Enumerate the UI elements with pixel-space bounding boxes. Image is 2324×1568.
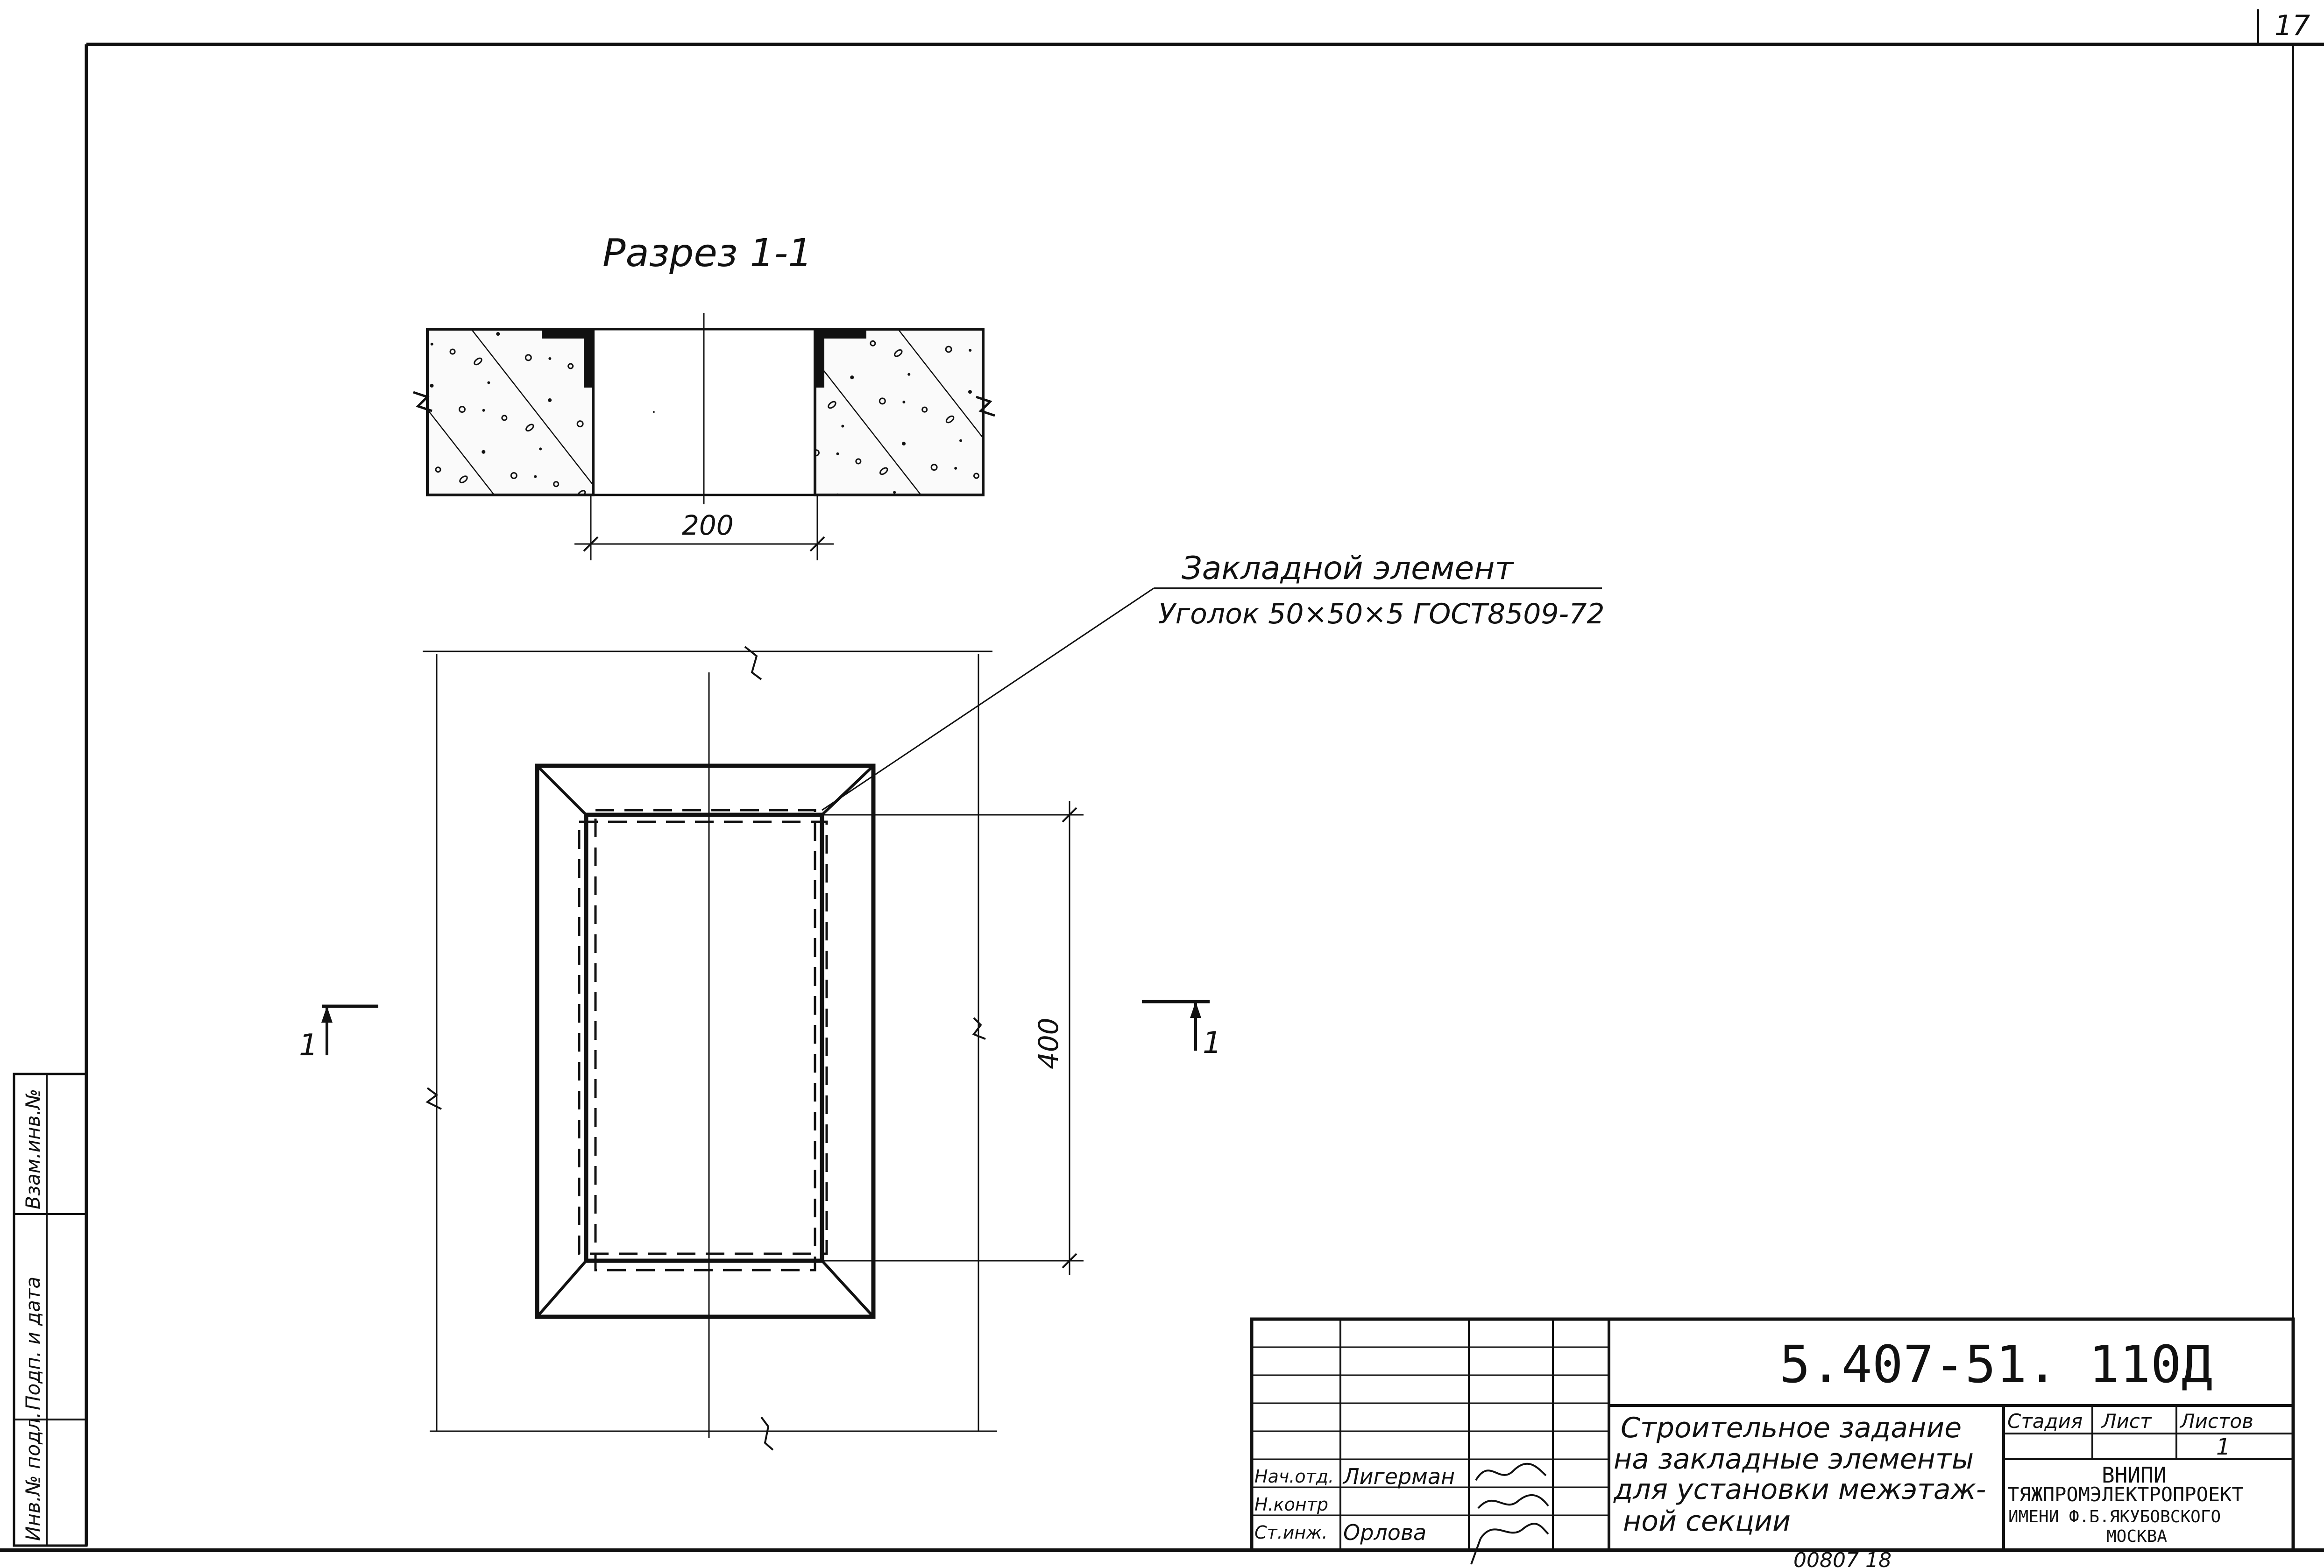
section-width-dimension: 200 (682, 509, 734, 541)
signatory-role-1: Нач.отд. (1254, 1466, 1334, 1487)
org-line-2: ТЯЖПРОМЭЛЕКТРОПРОЕКТ (2007, 1483, 2244, 1506)
org-line-3: ИМЕНИ Ф.Б.ЯКУБОВСКОГО (2008, 1507, 2221, 1526)
drawing-code: 5.407-51. 110Д (1779, 1335, 2212, 1394)
section-title: Разрез 1-1 (602, 231, 812, 275)
plan-height-dimension: 400 (1033, 1017, 1064, 1069)
title-line-4: ной секции (1623, 1505, 1791, 1538)
signatory-role-2: Н.контр (1254, 1494, 1328, 1515)
side-stamp (13, 1073, 88, 1547)
signatory-name-3: Орлова (1343, 1520, 1426, 1545)
callout: Закладной элемент Уголок 50×50×5 ГОСТ850… (822, 550, 1605, 811)
col-sheets-label: Листов (2179, 1410, 2253, 1433)
callout-subtitle: Уголок 50×50×5 ГОСТ8509-72 (1158, 598, 1605, 630)
cut-mark-right: 1 (1142, 1000, 1222, 1060)
signatures (1470, 1462, 1549, 1565)
title-line-2: на закладные элементы (1614, 1443, 1974, 1476)
angle-frame-inner (584, 812, 824, 1263)
title-block (1250, 1317, 2295, 1552)
cut-mark-left: 1 (299, 1004, 378, 1063)
col-sheet-label: Лист (2101, 1410, 2152, 1433)
org-line-4: МОСКВА (2106, 1527, 2167, 1546)
embedded-angle-right (815, 329, 866, 388)
side-stamp-replace: Взам.инв.№ (21, 1089, 44, 1209)
plan-view (423, 411, 1084, 1451)
title-line-3: для установки межэтаж- (1613, 1473, 1986, 1506)
signatory-role-3: Ст.инж. (1254, 1522, 1328, 1543)
embedded-angle-left (542, 329, 593, 388)
angle-hidden-edge (594, 809, 816, 1271)
side-stamp-signature: Подп. и дата (21, 1277, 44, 1410)
section-1-1: 200 (413, 313, 995, 560)
concrete-slab-left (426, 328, 595, 496)
concrete-slab-right (814, 328, 985, 496)
angle-frame-outer (535, 763, 876, 1319)
org-line-1: ВНИПИ (2102, 1462, 2166, 1488)
cut-mark-right-label: 1 (1203, 1026, 1222, 1060)
sheet-corner-number: 17 (2274, 9, 2310, 42)
title-line-1: Строительное задание (1621, 1412, 1962, 1444)
sheets-value: 1 (2216, 1434, 2231, 1460)
callout-title: Закладной элемент (1182, 550, 1515, 587)
col-stage-label: Стадия (2007, 1410, 2083, 1433)
cut-mark-left-label: 1 (299, 1028, 318, 1063)
side-stamp-inv: Инв.№ подл. (21, 1412, 44, 1541)
signatory-name-1: Лигерман (1342, 1464, 1455, 1489)
bottom-archive-number: 00807 18 (1793, 1548, 1892, 1568)
